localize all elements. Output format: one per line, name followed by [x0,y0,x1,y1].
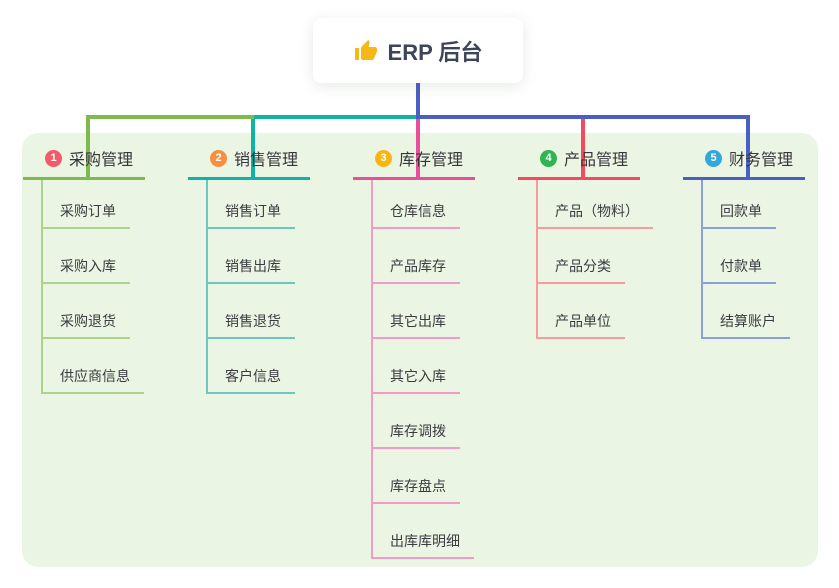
priority-badge: 2 [210,149,227,167]
branch-drop-line [86,119,90,177]
child-node[interactable]: 库存盘点 [373,449,460,504]
child-node[interactable]: 回款单 [703,177,776,229]
branch-drop-line [251,119,255,177]
child-node[interactable]: 结算账户 [703,284,790,339]
branch-node-label: 库存管理 [399,152,464,169]
child-node[interactable]: 产品（物料） [538,177,653,229]
branch-node-5[interactable]: 5 财务管理 [683,146,806,180]
branch-drop-line [416,119,420,177]
priority-badge: 1 [45,149,62,167]
priority-badge: 3 [375,149,392,167]
child-node[interactable]: 销售订单 [208,177,295,229]
branch-node-label: 采购管理 [69,152,134,169]
priority-badge: 5 [705,149,722,167]
thumbs-up-icon [354,39,377,60]
child-node[interactable]: 其它入库 [373,339,460,394]
child-node[interactable]: 销售退货 [208,284,295,339]
child-node[interactable]: 采购订单 [43,177,130,229]
branch-children-group: 产品（物料）产品分类产品单位 [536,177,653,339]
branch-node-2[interactable]: 2 销售管理 [188,146,311,180]
child-node[interactable]: 销售出库 [208,229,295,284]
branch-children-group: 销售订单销售出库销售退货客户信息 [206,177,295,394]
branch-children-group: 仓库信息产品库存其它出库其它入库库存调拨库存盘点出库库明细 [371,177,474,559]
branch-node-3[interactable]: 3 库存管理 [353,146,476,180]
child-node[interactable]: 付款单 [703,229,776,284]
branch-drop-line [746,119,750,177]
root-connector-line [416,83,420,119]
child-node[interactable]: 其它出库 [373,284,460,339]
branch-node-label: 财务管理 [729,152,794,169]
child-node[interactable]: 产品单位 [538,284,625,339]
branch-drop-line [581,119,585,177]
child-node[interactable]: 采购入库 [43,229,130,284]
branch-node-label: 产品管理 [564,152,629,169]
branch-children-group: 采购订单采购入库采购退货供应商信息 [41,177,144,394]
mindmap-canvas-panel [22,133,818,567]
child-node[interactable]: 库存调拨 [373,394,460,449]
branch-children-group: 回款单付款单结算账户 [701,177,790,339]
child-node[interactable]: 仓库信息 [373,177,460,229]
child-node[interactable]: 出库库明细 [373,504,474,559]
child-node[interactable]: 采购退货 [43,284,130,339]
branch-node-label: 销售管理 [234,152,299,169]
root-node-label: ERP 后台 [387,39,483,65]
branch-node-4[interactable]: 4 产品管理 [518,146,641,180]
trunk-segment-line [416,115,750,119]
branch-node-1[interactable]: 1 采购管理 [23,146,146,180]
child-node[interactable]: 产品分类 [538,229,625,284]
mindmap-root-node[interactable]: ERP 后台 [313,18,523,83]
child-node[interactable]: 产品库存 [373,229,460,284]
child-node[interactable]: 供应商信息 [43,339,144,394]
priority-badge: 4 [540,149,557,167]
trunk-segment-line [86,115,254,119]
child-node[interactable]: 客户信息 [208,339,295,394]
trunk-segment-line [254,115,416,119]
